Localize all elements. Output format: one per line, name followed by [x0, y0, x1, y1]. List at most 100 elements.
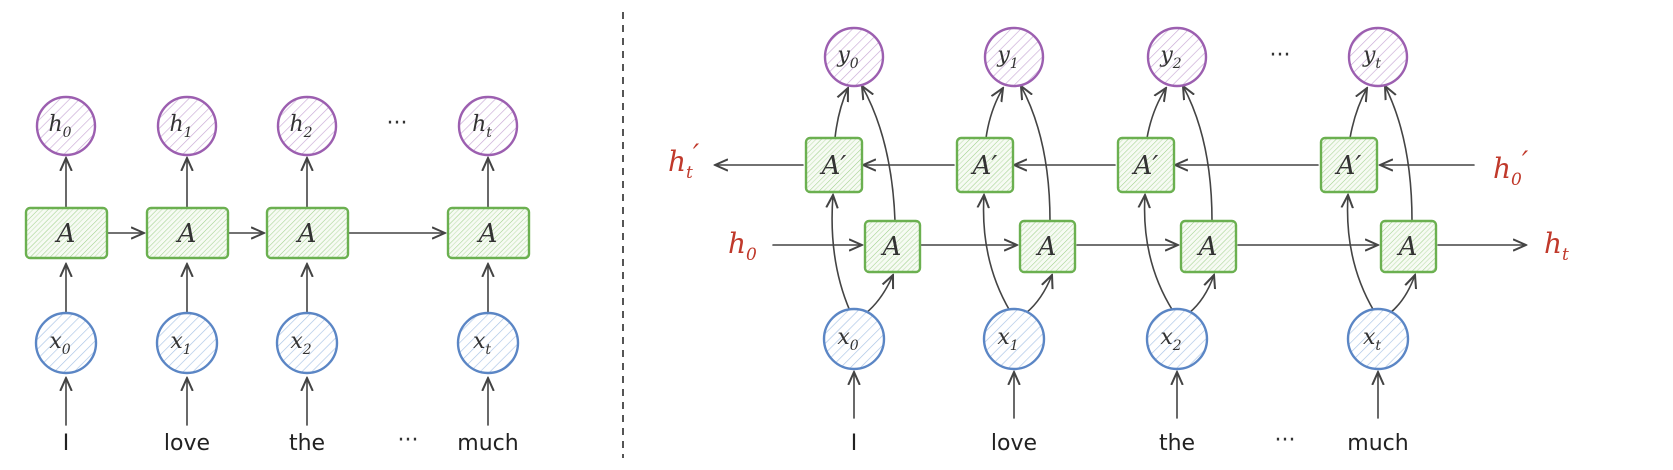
- left-input-x2: x2: [275, 311, 339, 375]
- svg-text:x2: x2: [290, 329, 311, 358]
- right-edges: [715, 86, 1526, 419]
- left-input-x0: x0: [34, 311, 98, 375]
- output-sub: 2: [303, 125, 313, 141]
- edge-A-to-yt: [1385, 86, 1413, 222]
- cell-box: [1018, 219, 1077, 274]
- output-base: h: [48, 112, 62, 137]
- svg-text:h1: h1: [169, 112, 192, 141]
- output-node-circle: [276, 95, 338, 157]
- cell-label: A′: [1132, 151, 1159, 181]
- right-output-ellipsis: ···: [1270, 43, 1291, 68]
- input-node-circle: [982, 307, 1046, 371]
- cell-label: A′: [971, 151, 998, 181]
- cell-label: A: [176, 219, 197, 249]
- state-sub: 0: [1511, 170, 1522, 190]
- input-node-circle: [822, 307, 886, 371]
- input-sub: 0: [62, 342, 71, 358]
- edge-Aprime-to-y0: [834, 88, 848, 139]
- right-birnn-panel: y0 y1 y2 yt ··· A′ A′ A′ A′: [668, 26, 1569, 456]
- state-sub: 0: [746, 245, 757, 265]
- left-word-ellipsis: ···: [398, 428, 419, 453]
- state-label-h0-prime: h0′: [1493, 145, 1529, 190]
- right-forward-cell-1: A: [1018, 219, 1077, 274]
- output-node-circle: [823, 26, 885, 88]
- cell-box: [804, 136, 864, 194]
- input-sub: 1: [183, 342, 192, 358]
- output-base: y: [1159, 43, 1173, 68]
- right-forward-cell-t: A: [1379, 219, 1438, 274]
- right-output-y1: y1: [983, 26, 1045, 88]
- output-sub: 2: [1172, 56, 1182, 72]
- right-word-3: much: [1347, 431, 1408, 456]
- cell-label: A: [1197, 232, 1218, 262]
- cell-box: [1179, 219, 1238, 274]
- cell-label: A′: [820, 151, 847, 181]
- state-base: h: [1493, 152, 1511, 185]
- left-word-3: much: [457, 431, 518, 456]
- input-base: x: [170, 329, 183, 354]
- edge-A-to-y1: [1021, 86, 1051, 222]
- svg-text:x2: x2: [1160, 325, 1181, 354]
- svg-text:y2: y2: [1159, 43, 1181, 72]
- state-label-ht: ht: [1544, 227, 1569, 265]
- svg-text:x0: x0: [49, 329, 70, 358]
- input-node-circle: [1346, 307, 1410, 371]
- output-base: h: [169, 112, 183, 137]
- right-input-x2: x2: [1145, 307, 1209, 371]
- svg-text:yt: yt: [1362, 43, 1381, 72]
- output-base: y: [996, 43, 1010, 68]
- svg-text:y0: y0: [836, 43, 858, 72]
- svg-text:x0: x0: [837, 325, 858, 354]
- edge-x0-to-A: [865, 275, 893, 314]
- left-output-h2: h2: [276, 95, 338, 157]
- left-output-h0: h0: [35, 95, 97, 157]
- output-sub: 0: [63, 125, 72, 141]
- right-input-x0: x0: [822, 307, 886, 371]
- left-output-ellipsis: ···: [387, 111, 408, 136]
- left-word-1: love: [164, 431, 210, 456]
- state-sub: t: [1562, 245, 1569, 265]
- svg-text:x1: x1: [997, 325, 1018, 354]
- edge-A-to-y0: [862, 86, 896, 222]
- right-word-2: the: [1159, 431, 1195, 456]
- svg-text:ht: ht: [472, 112, 492, 141]
- input-base: x: [837, 325, 850, 350]
- output-node-circle: [35, 95, 97, 157]
- state-base: h: [668, 145, 686, 178]
- input-node-circle: [275, 311, 339, 375]
- state-label-ht-prime: ht′: [668, 138, 700, 183]
- right-forward-cell-2: A: [1179, 219, 1238, 274]
- left-edges: [66, 158, 488, 426]
- svg-text:xt: xt: [1363, 325, 1381, 354]
- left-word-0: I: [63, 431, 70, 456]
- input-sub: t: [1375, 338, 1381, 354]
- cell-label: A: [1397, 232, 1418, 262]
- cell-box: [863, 219, 922, 274]
- right-word-1: love: [991, 431, 1037, 456]
- right-word-0: I: [851, 431, 858, 456]
- input-base: x: [473, 329, 486, 354]
- edge-xt-to-A: [1389, 275, 1415, 314]
- output-node-circle: [1347, 26, 1409, 88]
- input-base: x: [290, 329, 303, 354]
- output-node-circle: [983, 26, 1045, 88]
- right-output-yt: yt: [1347, 26, 1409, 88]
- edge-A-to-y2: [1183, 86, 1213, 222]
- output-base: y: [836, 43, 850, 68]
- left-output-ht: ht: [457, 95, 519, 157]
- svg-text:y1: y1: [996, 43, 1018, 72]
- left-output-h1: h1: [156, 95, 218, 157]
- cell-box: [145, 206, 230, 260]
- left-input-x1: x1: [155, 311, 219, 375]
- cell-label: A: [477, 219, 498, 249]
- edge-x2-to-A: [1188, 275, 1214, 314]
- left-cell-1: A: [145, 206, 230, 260]
- input-sub: 0: [850, 338, 859, 354]
- cell-label: A: [1036, 232, 1057, 262]
- edge-Aprime-to-yt: [1349, 88, 1367, 139]
- cell-label: A′: [1335, 151, 1362, 181]
- cell-box: [1116, 136, 1176, 194]
- input-sub: 1: [1010, 338, 1019, 354]
- svg-text:x1: x1: [170, 329, 191, 358]
